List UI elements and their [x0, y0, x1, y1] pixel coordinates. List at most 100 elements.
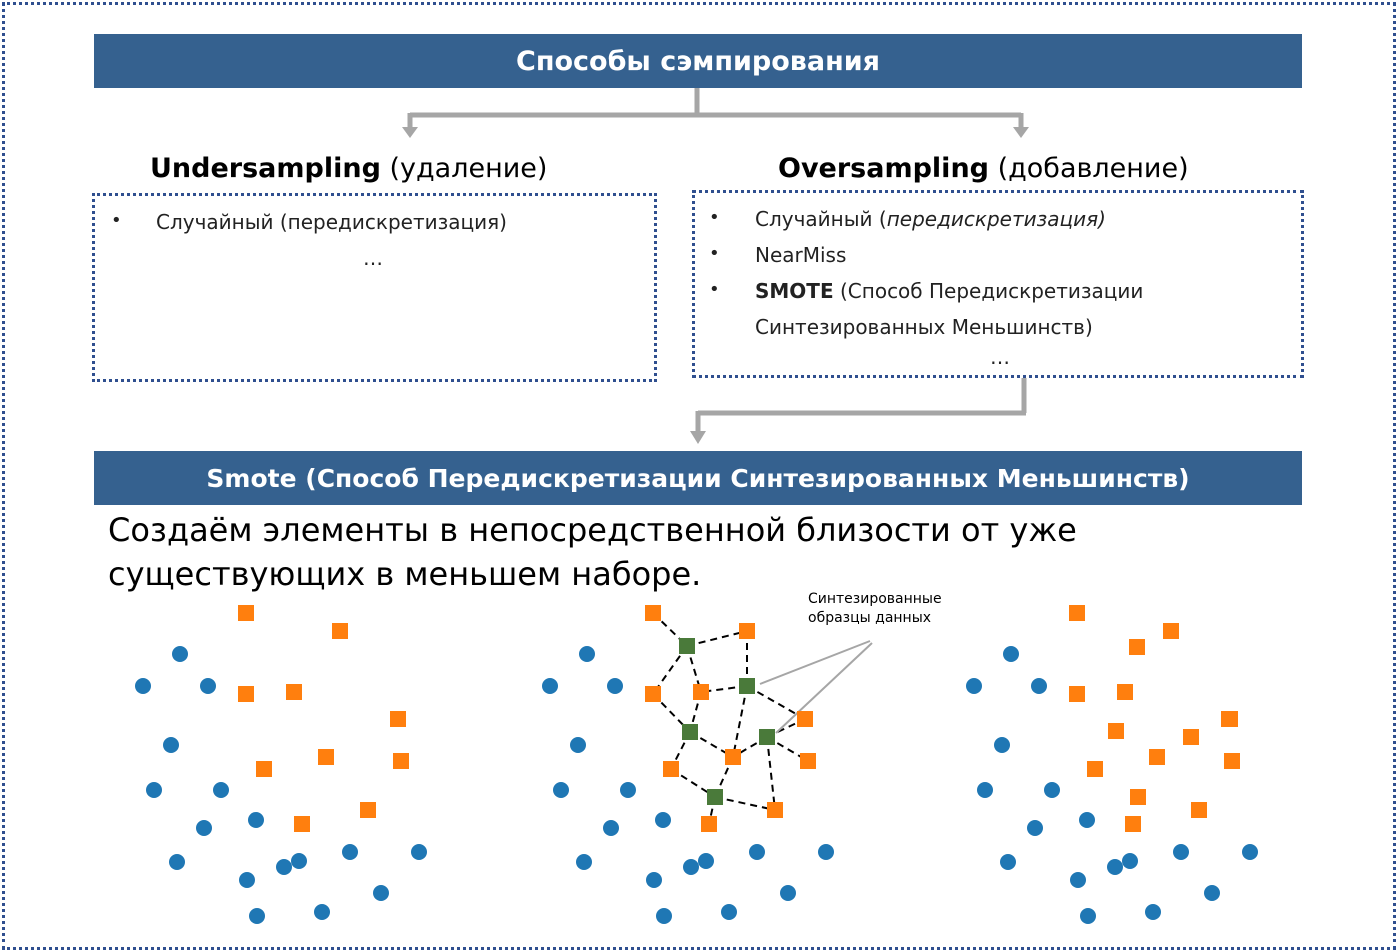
- synthetic-point: [739, 678, 755, 694]
- majority-point: [1000, 854, 1016, 870]
- majority-point: [603, 820, 619, 836]
- minority-point: [332, 623, 348, 639]
- minority-point: [294, 816, 310, 832]
- synthetic-samples-label: Синтезированные образцы данных: [808, 591, 942, 626]
- oversampling-item-smote: SMOTE (Способ Передискретизации: [755, 279, 1144, 303]
- majority-point: [248, 812, 264, 828]
- majority-point: [1080, 908, 1096, 924]
- minority-point: [767, 802, 783, 818]
- arrow-down-icon: [690, 431, 706, 444]
- minority-point: [238, 605, 254, 621]
- page-title: Способы сэмпирования: [94, 34, 1302, 88]
- minority-point: [645, 605, 661, 621]
- smote-link: [652, 693, 691, 733]
- majority-point: [1107, 859, 1123, 875]
- smote-link: [670, 768, 716, 798]
- majority-point: [749, 844, 765, 860]
- majority-point: [172, 646, 188, 662]
- majority-point: [620, 782, 636, 798]
- minority-point: [238, 686, 254, 702]
- majority-point: [135, 678, 151, 694]
- majority-point: [607, 678, 623, 694]
- majority-point: [1122, 853, 1138, 869]
- majority-point: [373, 885, 389, 901]
- majority-point: [966, 678, 982, 694]
- minority-point: [318, 749, 334, 765]
- label-pointer-line: [759, 640, 871, 685]
- minority-point: [360, 802, 376, 818]
- smote-description: Создаём элементы в непосредственной близ…: [108, 511, 1077, 593]
- minority-point: [256, 761, 272, 777]
- minority-point: [645, 686, 661, 702]
- majority-point: [1027, 820, 1043, 836]
- bullet-icon: •: [709, 207, 720, 228]
- smote-banner: Smote (Способ Передискретизации Синтезир…: [94, 451, 1302, 505]
- minority-point: [390, 711, 406, 727]
- bullet-icon: •: [709, 279, 720, 300]
- minority-point: [739, 623, 755, 639]
- synthetic-point: [759, 729, 775, 745]
- majority-point: [646, 872, 662, 888]
- oversampled-minority-point: [1183, 729, 1199, 745]
- minority-point: [286, 684, 302, 700]
- majority-point: [818, 844, 834, 860]
- majority-point: [411, 844, 427, 860]
- majority-point: [196, 820, 212, 836]
- oversampling-item-random: Случайный (передискретизация): [755, 207, 1106, 231]
- majority-point: [163, 737, 179, 753]
- minority-point: [1069, 605, 1085, 621]
- oversampling-item-nearmiss: NearMiss: [755, 243, 847, 267]
- minority-point: [1224, 753, 1240, 769]
- majority-point: [314, 904, 330, 920]
- majority-point: [655, 812, 671, 828]
- majority-point: [291, 853, 307, 869]
- bullet-icon: •: [111, 210, 122, 231]
- smote-link: [686, 630, 748, 647]
- oversampling-box: • Случайный (передискретизация) • NearMi…: [692, 190, 1304, 378]
- minority-point: [800, 753, 816, 769]
- majority-point: [213, 782, 229, 798]
- majority-point: [780, 885, 796, 901]
- majority-point: [994, 737, 1010, 753]
- minority-point: [393, 753, 409, 769]
- majority-point: [200, 678, 216, 694]
- majority-point: [542, 678, 558, 694]
- smote-link: [732, 685, 748, 758]
- smote-link: [714, 796, 776, 811]
- minority-point: [1117, 684, 1133, 700]
- smote-link: [766, 736, 776, 811]
- majority-point: [579, 646, 595, 662]
- synthetic-point: [679, 638, 695, 654]
- minority-point: [797, 711, 813, 727]
- majority-point: [146, 782, 162, 798]
- majority-point: [342, 844, 358, 860]
- majority-point: [276, 859, 292, 875]
- majority-point: [576, 854, 592, 870]
- majority-point: [1044, 782, 1060, 798]
- oversampled-minority-point: [1108, 723, 1124, 739]
- arrow-down-icon: [1013, 127, 1029, 138]
- minority-point: [1163, 623, 1179, 639]
- minority-point: [1149, 749, 1165, 765]
- arrow-down-icon: [402, 127, 418, 138]
- majority-point: [683, 859, 699, 875]
- label-pointer-line: [775, 642, 873, 734]
- bullet-icon: •: [709, 243, 720, 264]
- minority-point: [725, 749, 741, 765]
- minority-point: [663, 761, 679, 777]
- minority-point: [693, 684, 709, 700]
- oversampled-minority-point: [1129, 639, 1145, 655]
- synthetic-point: [707, 789, 723, 805]
- undersampling-box: • Случайный (передискретизация) …: [92, 193, 657, 382]
- oversampled-minority-point: [1222, 711, 1238, 727]
- oversampling-heading: Oversampling (добавление): [778, 153, 1189, 184]
- majority-point: [1242, 844, 1258, 860]
- majority-point: [1204, 885, 1220, 901]
- majority-point: [656, 908, 672, 924]
- majority-point: [169, 854, 185, 870]
- minority-point: [1069, 686, 1085, 702]
- majority-point: [1145, 904, 1161, 920]
